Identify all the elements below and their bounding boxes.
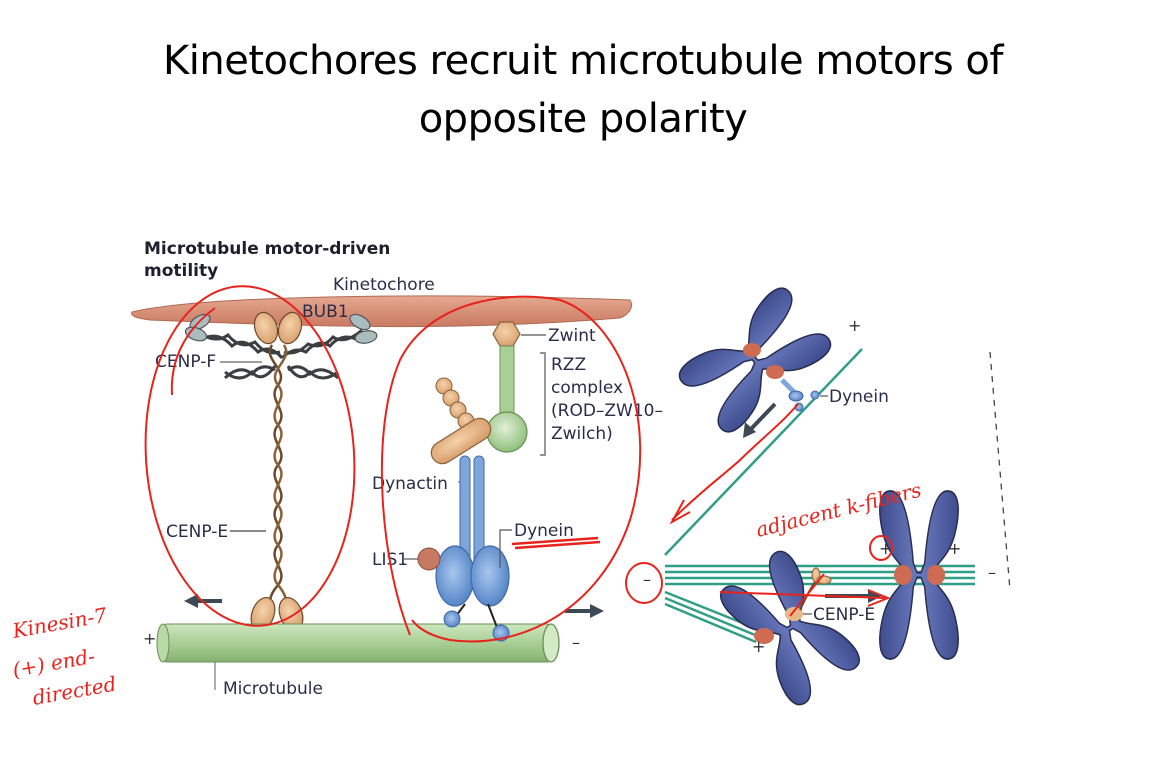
dynein-path-line	[671, 403, 799, 521]
rzz-label-line-1: RZZ	[551, 355, 586, 375]
metaphase-plate-line	[989, 351, 1011, 591]
dynein-direction-arrow-icon	[743, 402, 777, 438]
cenp-e-stroke	[789, 573, 825, 617]
kinetochore-right-b	[927, 565, 945, 585]
cenp-e-path-arrow	[719, 589, 891, 607]
cenp-f-head	[349, 313, 371, 331]
plus-end-circle	[869, 535, 893, 561]
dynein-underline	[511, 536, 601, 550]
rzz-complex	[486, 321, 528, 453]
minus-end-arrow-icon	[565, 604, 604, 618]
microtubule-plus-sign: +	[143, 629, 156, 648]
bub1-label: BUB1	[302, 302, 349, 322]
dynactin	[430, 377, 492, 465]
right-plus-sign-a: +	[879, 539, 892, 558]
slide-title: Kinetochores recruit microtubule motors …	[0, 32, 1166, 148]
panel-title-line-1: Microtubule motor-driven	[144, 239, 390, 259]
kinetochore-label: Kinetochore	[333, 275, 435, 295]
microtubule-label: Microtubule	[223, 679, 323, 699]
pole-minus-sign: –	[643, 570, 651, 589]
kinesin-annotation-line-1: Kinesin-7	[10, 603, 109, 643]
handwritten-annotations	[144, 285, 893, 643]
dynein-label: Dynein	[514, 521, 574, 541]
kinetochore-bottom-a	[754, 628, 774, 644]
chromosome-top	[674, 282, 836, 438]
kinetochore-right-a	[894, 565, 912, 585]
cenp-f-head	[354, 330, 378, 344]
cenp-e-circle-stroke	[170, 307, 216, 396]
top-plus-sign: +	[848, 316, 861, 335]
right-minus-sign: –	[988, 563, 996, 582]
cenp-e-small	[799, 567, 832, 611]
microtubule-minus-sign: –	[572, 633, 580, 652]
rzz-label-line-2: complex	[551, 378, 623, 398]
rzz-label-line-3: (ROD–ZW10–	[551, 401, 663, 421]
cenp-f-protein	[194, 328, 363, 380]
chromosome-right	[878, 490, 960, 660]
microtubule	[156, 623, 560, 663]
cenp-e-right-label: CENP-E	[813, 605, 875, 625]
kinesin-annotation-line-3: directed	[31, 672, 118, 710]
cenp-f-head	[184, 326, 208, 342]
kinetochore-top-a	[743, 343, 761, 357]
zwint-label: Zwint	[548, 326, 596, 346]
cenp-f-label: CENP-F	[155, 352, 216, 372]
bottom-plus-sign: +	[752, 637, 765, 656]
dynein-small	[780, 378, 820, 412]
right-plus-sign-b: +	[948, 539, 961, 558]
dynein-circle	[380, 295, 642, 643]
rzz-label-line-4: Zwilch)	[551, 424, 613, 444]
cenp-e-label: CENP-E	[166, 522, 228, 542]
kinetochore-top-b	[766, 365, 784, 379]
lis1-protein	[417, 547, 441, 571]
panel-title-line-2: motility	[144, 261, 218, 281]
slide-title-line-1: Kinetochores recruit microtubule motors …	[163, 38, 1003, 84]
cenp-e-circle	[144, 285, 356, 627]
dynein-right-label: Dynein	[829, 387, 889, 407]
cenp-e-protein	[250, 311, 304, 632]
dynactin-label: Dynactin	[372, 474, 448, 494]
slide-title-line-2: opposite polarity	[418, 96, 748, 142]
minus-pole-circle	[625, 562, 663, 604]
dynein-path-arrowhead	[669, 499, 691, 525]
kinetochore-bottom-b	[785, 607, 803, 621]
plus-end-arrow-icon	[184, 594, 222, 608]
